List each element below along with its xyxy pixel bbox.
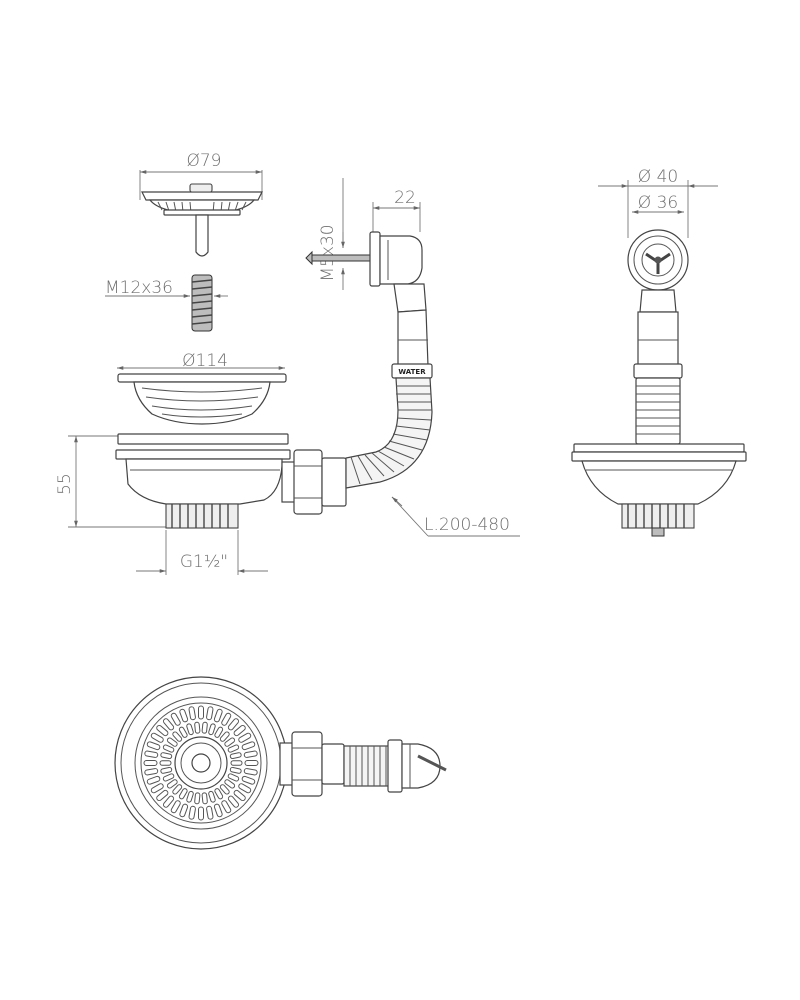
- strainer-slot: [238, 783, 252, 794]
- strainer-slot: [241, 741, 256, 751]
- strainer-slot: [178, 788, 188, 800]
- strainer-slot: [186, 723, 194, 736]
- strainer-slot: [146, 741, 161, 751]
- strainer-slot: [186, 790, 194, 803]
- strainer-slot: [201, 792, 208, 805]
- strainer-basket: Ø114: [117, 351, 287, 425]
- strainer-slot: [159, 760, 172, 766]
- strainer-slot: [162, 773, 175, 782]
- strainer-slot: [160, 752, 173, 760]
- strainer-slot: [214, 726, 224, 738]
- strainer-slot: [150, 783, 164, 794]
- strainer-slot: [160, 766, 173, 774]
- strainer-slot: [214, 788, 224, 800]
- strainer-slot: [243, 750, 258, 758]
- strainer-slot: [156, 789, 169, 802]
- strainer-slot: [227, 744, 240, 753]
- strainer-slot: [179, 708, 189, 723]
- strainer-slot: [241, 775, 256, 785]
- strainer-slot: [144, 768, 159, 776]
- strainer-slot: [179, 803, 189, 818]
- strainer-slot: [208, 790, 216, 803]
- overflow-inner-diameter-label: Ø 36: [638, 193, 678, 213]
- hose-length-label: L.200-480: [424, 515, 510, 535]
- threaded-screw: M12x36: [105, 274, 228, 332]
- strainer-slot: [150, 732, 164, 743]
- strainer-slot: [233, 724, 246, 737]
- strainer-slot: [206, 706, 214, 721]
- strainer-slot: [219, 731, 230, 742]
- strainer-slot: [213, 708, 223, 723]
- strainer-slot: [230, 760, 243, 766]
- strainer-diameter-label: Ø79: [186, 151, 221, 171]
- strainer-slot: [162, 744, 175, 753]
- strainer-slot: [172, 784, 183, 795]
- strainer-slot: [244, 760, 259, 766]
- strainer-slot: [227, 773, 240, 782]
- strainer-slot: [194, 721, 201, 734]
- strainer-slot: [213, 803, 223, 818]
- strainer-slot: [219, 784, 230, 795]
- strainer-slot: [188, 805, 196, 820]
- strainer-slot: [144, 750, 159, 758]
- overflow-front-view: Ø 40 Ø 36: [571, 167, 747, 537]
- overflow-outer-diameter-label: Ø 40: [638, 167, 678, 187]
- strainer-slot: [233, 789, 246, 802]
- strainer-slot: [170, 712, 181, 726]
- overflow-depth-label: 22: [394, 188, 416, 208]
- strainer-slot: [206, 805, 214, 820]
- strainer-slot: [229, 752, 242, 760]
- strainer-slot: [194, 792, 201, 805]
- strainer-slot: [221, 800, 232, 814]
- strainer-slot: [146, 775, 161, 785]
- strainer-slot: [238, 732, 252, 743]
- strainer-slot: [208, 723, 216, 736]
- hose-brand-label: WATER: [398, 368, 426, 376]
- strainer-slot: [188, 706, 196, 721]
- strainer-slot: [166, 779, 178, 789]
- strainer-slot: [170, 800, 181, 814]
- strainer-slot: [198, 705, 204, 720]
- strainer-slot: [166, 737, 178, 747]
- strainer-slot: [229, 766, 242, 774]
- strainer-slot: [243, 768, 258, 776]
- strainer-plug: Ø79: [139, 151, 263, 257]
- strainer-slot: [201, 721, 208, 734]
- overflow-screw-label: M5x30: [318, 224, 338, 281]
- strainer-slot: [162, 795, 175, 808]
- outlet-thread-label: G1½": [180, 552, 228, 572]
- strainer-slot: [156, 724, 169, 737]
- overflow-hose-side: M5x30 22 WATER L.200-48: [305, 178, 520, 537]
- strainer-slot: [224, 737, 236, 747]
- basket-diameter-label: Ø114: [182, 351, 228, 371]
- strainer-slot: [227, 795, 240, 808]
- strainer-slot: [172, 731, 183, 742]
- sink-drain-top-view: [114, 676, 447, 850]
- strainer-slot: [221, 712, 232, 726]
- body-height-label: 55: [55, 473, 75, 495]
- strainer-slot: [143, 760, 158, 766]
- strainer-slot: [178, 726, 188, 738]
- screw-thread-label: M12x36: [105, 278, 173, 298]
- sink-drain-body: 55 G1½": [55, 433, 347, 575]
- strainer-slot: [198, 806, 204, 821]
- strainer-slot: [162, 718, 175, 731]
- strainer-slot: [224, 779, 236, 789]
- strainer-slot: [227, 718, 240, 731]
